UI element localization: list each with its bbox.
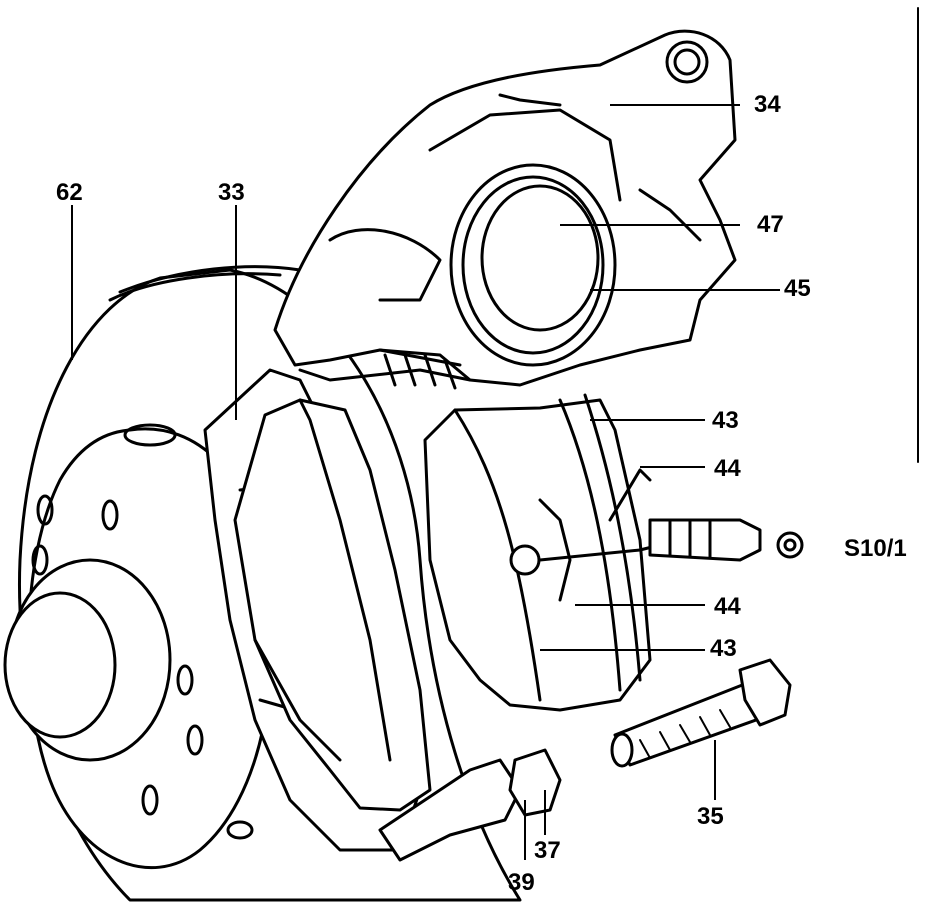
- label-33: 33: [218, 179, 245, 206]
- label-44-bottom: 44: [714, 593, 741, 620]
- label-34: 34: [754, 91, 781, 118]
- label-44-top: 44: [714, 455, 741, 482]
- bolt-hole: [101, 499, 119, 531]
- caliper-piston: [449, 163, 617, 367]
- label-62: 62: [56, 179, 83, 206]
- hub-center: [3, 591, 117, 739]
- label-47: 47: [757, 211, 784, 238]
- leader-lines: [71, 104, 780, 860]
- label-45: 45: [784, 275, 811, 302]
- guide-bolt: [610, 658, 792, 768]
- label-43-top: 43: [712, 407, 739, 434]
- bleed-hole-inner: [673, 48, 701, 76]
- wheel-hub: [3, 423, 274, 870]
- bolt-hole: [31, 544, 49, 576]
- bleed-hole: [665, 40, 709, 84]
- bleed-valve: [648, 518, 804, 562]
- label-s10-1: S10/1: [844, 535, 907, 562]
- seal-inner: [461, 175, 605, 355]
- bolt-hole: [186, 724, 204, 756]
- label-43-bottom: 43: [710, 635, 737, 662]
- brake-pad-inner: [233, 398, 432, 812]
- spring-clip: [509, 468, 682, 602]
- bolt-hole: [36, 494, 54, 526]
- hub-top: [123, 423, 177, 447]
- piston: [480, 184, 600, 332]
- label-37: 37: [534, 837, 561, 864]
- guide-pin: [378, 748, 562, 862]
- bolt-hole: [226, 820, 254, 840]
- label-35: 35: [697, 803, 724, 830]
- label-39: 39: [508, 869, 535, 896]
- bolt-hole: [141, 784, 159, 816]
- bolt-hole: [176, 664, 194, 696]
